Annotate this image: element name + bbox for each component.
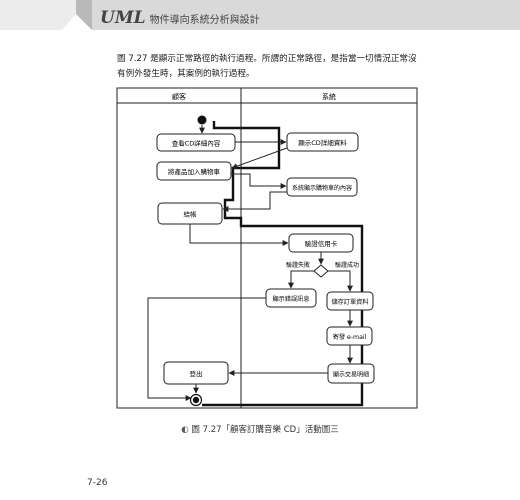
page-number: 7-26 <box>87 478 108 488</box>
final-node <box>189 393 203 407</box>
figure-caption-text: 圖 7.27「顧客訂購音樂 CD」活動圖三 <box>191 425 339 435</box>
svg-text:驗證信用卡: 驗證信用卡 <box>305 239 338 248</box>
action-show-error: 顯示錯誤訊息 <box>265 288 317 308</box>
svg-text:結帳: 結帳 <box>184 210 198 219</box>
svg-text:查看CD詳細內容: 查看CD詳細內容 <box>172 139 221 148</box>
flow-show-cd-to-add-cart <box>231 147 288 169</box>
svg-text:寄發 e-mail: 寄發 e-mail <box>333 333 367 341</box>
figure-caption: ◐ 圖 7.27「顧客訂購音樂 CD」活動圖三 <box>0 423 520 435</box>
action-show-cart: 系統顯示購物車的內容 <box>286 177 358 197</box>
book-title: UML 物件導向系統分析與設計 <box>100 8 260 28</box>
guard-success-label: 驗證成功 <box>335 261 359 269</box>
action-save-order: 儲存訂單資料 <box>326 291 374 311</box>
caption-bullet-icon: ◐ <box>181 425 189 435</box>
svg-text:登出: 登出 <box>190 369 203 378</box>
svg-text:儲存訂單資料: 儲存訂單資料 <box>331 298 368 306</box>
action-send-email: 寄發 e-mail <box>326 326 373 346</box>
action-logout: 登出 <box>163 361 229 385</box>
intro-line-1: 圖 7.27 是顯示正常路徑的執行過程。所謂的正常路徑，是指當一切情況正常沒 <box>117 54 417 64</box>
flow-add-cart-to-show-cart <box>231 173 287 189</box>
swimlane-frame <box>116 87 418 409</box>
svg-text:顯示交易明細: 顯示交易明細 <box>333 371 369 379</box>
uml-logo: UML <box>100 8 146 28</box>
lane-system-label: 系統 <box>322 92 336 101</box>
decision-node <box>313 264 329 278</box>
intro-paragraph: 圖 7.27 是顯示正常路徑的執行過程。所謂的正常路徑，是指當一切情況正常沒 有… <box>117 52 417 82</box>
flow-decision-to-error <box>288 270 314 289</box>
flow-show-cart-to-checkout <box>222 191 287 212</box>
lane-customer-label: 顧客 <box>172 92 186 101</box>
action-show-cd: 顯示CD詳細資料 <box>286 132 359 152</box>
action-verify-card: 驗證信用卡 <box>288 233 354 253</box>
svg-text:顯示錯誤訊息: 顯示錯誤訊息 <box>272 295 309 303</box>
book-subtitle: 物件導向系統分析與設計 <box>149 15 260 26</box>
normal-path-highlight <box>202 121 364 407</box>
svg-text:顯示CD詳細資料: 顯示CD詳細資料 <box>298 138 347 147</box>
header-band: UML 物件導向系統分析與設計 <box>0 0 520 30</box>
guard-fail-label: 驗證失敗 <box>286 261 310 269</box>
intro-line-2: 有例外發生時，其案例的執行過程。 <box>117 69 255 79</box>
initial-node <box>197 115 207 125</box>
svg-text:系統顯示購物車的內容: 系統顯示購物車的內容 <box>292 184 352 192</box>
flow-decision-to-save <box>328 270 353 292</box>
action-add-cart: 將產品加入購物車 <box>156 161 232 181</box>
header-background <box>0 0 520 30</box>
action-show-result: 顯示交易明細 <box>327 363 375 384</box>
flow-error-to-final <box>147 297 266 401</box>
svg-text:將產品加入購物車: 將產品加入購物車 <box>168 167 221 176</box>
flow-checkout-to-verify <box>189 224 289 246</box>
action-view-cd: 查看CD詳細內容 <box>156 133 236 152</box>
action-checkout: 結帳 <box>157 202 223 225</box>
